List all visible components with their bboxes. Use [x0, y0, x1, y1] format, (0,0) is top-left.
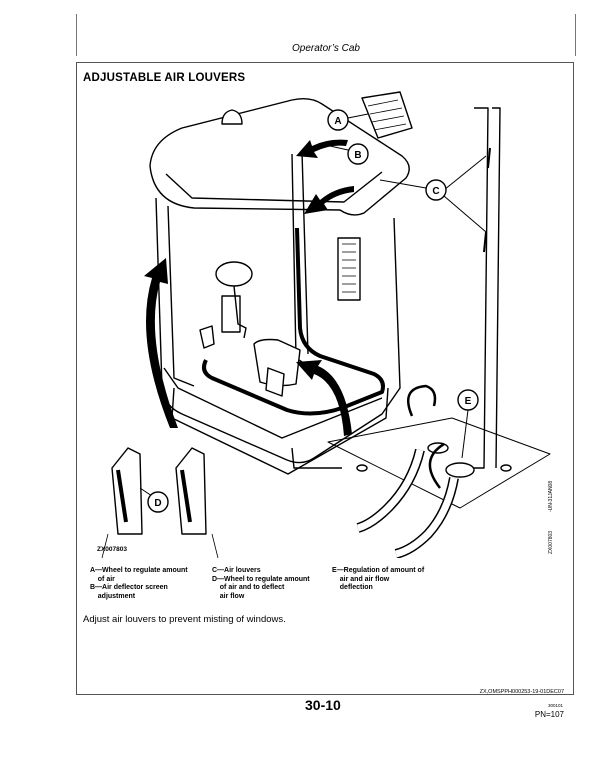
page-number: 30-10: [305, 697, 341, 713]
legend-column-1: A—Wheel to regulate amount of air B—Air …: [90, 567, 188, 601]
content-frame: [76, 62, 574, 695]
legend-line: of air: [90, 575, 115, 583]
figure-side-code-upper: -UN-31JAN08: [548, 480, 554, 512]
callout-c-label: C: [432, 186, 439, 197]
callout-b-label: B: [354, 150, 361, 161]
instruction-note: Adjust air louvers to prevent misting of…: [83, 614, 286, 625]
callout-e-circle: [457, 389, 479, 411]
header-rule-left: [76, 14, 77, 56]
pn-number: PN=107: [534, 710, 564, 719]
callout-d-label: D: [154, 498, 161, 509]
callout-c-circle: [425, 179, 447, 201]
page-header-title: Operator’s Cab: [292, 43, 360, 54]
figure-id: ZX007803: [97, 546, 127, 553]
document-code: ZX,OMSPPH000253-19-01DEC07: [479, 689, 564, 695]
legend-line: B—Air deflector screen: [90, 584, 168, 591]
figure-side-code-lower: ZX007803: [548, 530, 554, 554]
header-rule-right: [575, 14, 576, 56]
callout-b-circle: [347, 143, 369, 165]
legend-line: A—Wheel to regulate amount: [90, 567, 188, 574]
legend-line: C—Air louvers: [212, 567, 261, 574]
legend-line: air and air flow: [332, 575, 390, 583]
legend-line: E—Regulation of amount of: [332, 567, 425, 574]
legend-line: deflection: [332, 584, 373, 591]
callout-a-label: A: [334, 116, 341, 127]
callout-d-circle: [147, 491, 169, 513]
legend-line: air flow: [212, 592, 245, 600]
legend-column-3: E—Regulation of amount of air and air fl…: [332, 567, 424, 593]
legend-line: of air and to deflect: [212, 584, 285, 591]
callout-a-circle: [327, 109, 349, 131]
legend-column-2: C—Air louvers D—Wheel to regulate amount…: [212, 567, 310, 601]
cab-illustration: A B C D E: [101, 91, 551, 558]
small-code: 300101: [547, 703, 563, 708]
section-title: ADJUSTABLE AIR LOUVERS: [83, 72, 246, 84]
legend-line: D—Wheel to regulate amount: [212, 575, 310, 583]
legend-line: adjustment: [90, 592, 136, 600]
callout-e-label: E: [465, 396, 472, 407]
